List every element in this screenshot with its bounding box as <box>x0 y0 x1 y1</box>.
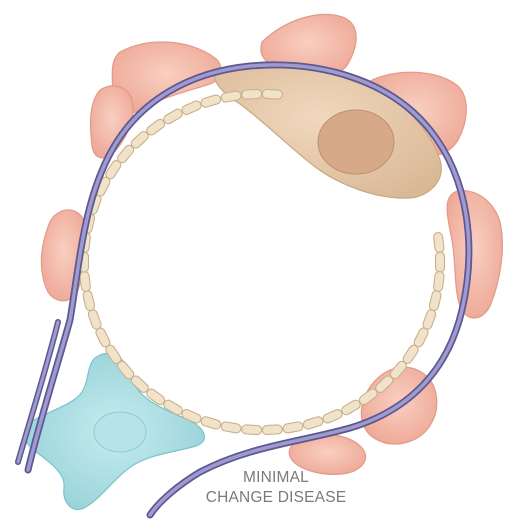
endothelial-bead <box>80 271 91 292</box>
endothelial-bead <box>94 326 111 348</box>
endothelial-bead <box>87 309 102 331</box>
endothelial-bead <box>241 425 261 435</box>
caption-line-2: CHANGE DISEASE <box>170 488 382 508</box>
endothelial-bead <box>422 309 437 331</box>
endothelial-bead <box>282 421 303 433</box>
endothelial-bead <box>429 290 442 312</box>
endothelial-bead <box>181 100 203 116</box>
endothelial-bead <box>220 421 241 433</box>
endothelial-nucleus <box>318 110 394 174</box>
endothelial-bead <box>433 271 444 292</box>
endothelial-bead <box>262 89 282 99</box>
endothelial-bead <box>200 94 222 108</box>
endothelial-bead <box>200 416 222 430</box>
endothelial-bead <box>433 232 444 253</box>
endothelial-bead <box>145 118 166 137</box>
endothelial-bead <box>302 416 324 430</box>
podocyte-right <box>447 191 502 318</box>
endothelial-bead <box>322 408 344 424</box>
diagram-caption: MINIMAL CHANGE DISEASE <box>170 468 382 508</box>
endothelial-bead <box>262 425 282 435</box>
endothelial-bead <box>241 89 261 99</box>
endothelial-bead <box>82 290 95 312</box>
mesangial-nucleus <box>94 412 146 452</box>
endothelial-bead <box>436 252 445 272</box>
endothelial-bead <box>340 399 362 417</box>
caption-line-1: MINIMAL <box>170 468 382 488</box>
endothelial-bead <box>162 108 184 126</box>
